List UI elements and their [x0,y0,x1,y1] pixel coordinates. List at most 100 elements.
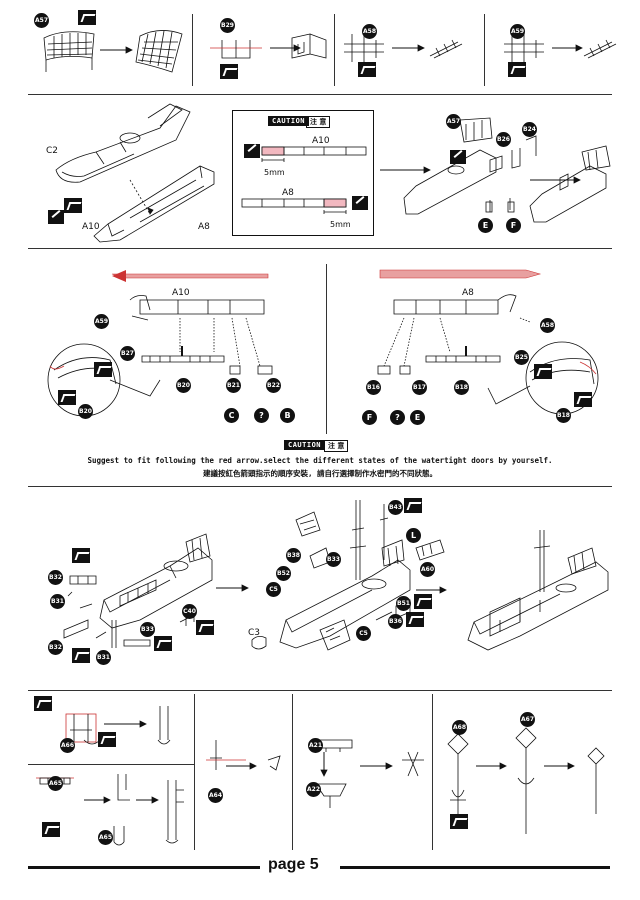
divider [194,694,195,850]
dimension-right: 5mm [330,220,351,229]
photo-etch-icon [94,362,112,377]
part-badge-b33: B33 [140,622,155,637]
part-badge-b31: B31 [50,594,65,609]
caution-label: CAUTION [268,116,310,126]
part-badge-b29: B29 [220,18,235,33]
part-badge-a58: A58 [362,24,377,39]
divider [432,694,433,850]
part-badge-a59: A59 [94,314,109,329]
photo-etch-icon [220,64,238,79]
photo-etch-icon [42,822,60,837]
part-badge-a21: A21 [308,738,323,753]
bulwark-drawing [47,294,599,417]
door-badge-e: E [410,410,425,425]
part-badge-l: L [406,528,421,543]
footer-rule-left [28,866,260,869]
hull-deck-drawing [55,103,215,243]
part-badge-b38: B38 [286,548,301,563]
strip-label-a10: A10 [172,288,190,298]
photo-etch-icon [72,648,90,663]
door-badge-f: F [506,218,521,233]
part-badge-c5-lower: C5 [356,626,371,641]
door-badge-unknown: ? [254,408,269,423]
divider [326,264,327,434]
part-badge-c5: C5 [266,582,281,597]
part-label-c2: C2 [46,146,59,156]
part-badge-b20: B20 [176,378,191,393]
strip-label-a8: A8 [462,288,474,298]
door-badge-unknown: ? [390,410,405,425]
deck-assembly-drawing [63,500,609,651]
part-badge-a64: A64 [208,788,223,803]
part-badge-b20-detail: B20 [78,404,93,419]
door-badge-f: F [362,410,377,425]
caution-box [232,110,374,236]
part-badge-b18: B18 [454,380,469,395]
section-divider [28,94,612,95]
caution-part-a8: A8 [282,188,294,198]
photo-etch-icon [508,62,526,77]
part-label-a8: A8 [198,222,210,232]
cutter-icon [244,144,260,158]
part-badge-b16: B16 [366,380,381,395]
part-badge-a59: A59 [510,24,525,39]
part-badge-b27: B27 [120,346,135,361]
bend-icon [64,198,82,213]
bend-icon [406,612,424,627]
cutter-icon [450,150,466,164]
door-badge-e: E [478,218,493,233]
caution-part-a10: A10 [312,136,330,146]
part-badge-a68: A68 [452,720,467,735]
part-label-c3: C3 [248,628,261,638]
bend-icon [196,620,214,635]
assembly-drawing [380,117,611,223]
assembly-note-cn: 建議按紅色箭頭指示的順序安裝, 請自行選擇制作水密門的不同狀態。 [202,469,438,478]
part-badge-a65: A65 [48,776,63,791]
part-badge-b25: B25 [514,350,529,365]
part-badge-a22: A22 [306,782,321,797]
bend-icon [404,498,422,513]
page-number: page 5 [268,856,319,873]
part-badge-b24: B24 [522,122,537,137]
cutter-icon [352,196,368,210]
part-badge-a66: A66 [60,738,75,753]
part-badge-a58: A58 [540,318,555,333]
photo-etch-icon [78,10,96,25]
caution-label-cn: 注 意 [324,440,349,452]
part-badge-a57: A57 [446,114,461,129]
part-badge-b17: B17 [412,380,427,395]
grating-part-drawing [43,30,617,73]
caution-label: CAUTION [284,440,326,450]
part-badge-b31-lower: B31 [96,650,111,665]
part-badge-b32-lower: B32 [48,640,63,655]
part-badge-a57: A57 [34,13,49,28]
photo-etch-icon [98,732,116,747]
part-badge-b26: B26 [496,132,511,147]
caution-strip-drawing [241,146,367,214]
photo-etch-icon [34,696,52,711]
divider [28,764,194,765]
caution-label-cn: 注 意 [306,116,331,128]
photo-etch-icon [450,814,468,829]
part-badge-b36: B36 [388,614,403,629]
footer-rule-right [340,866,610,869]
divider [484,14,485,86]
part-badge-c40: C40 [182,604,197,619]
divider [334,14,335,86]
door-badge-b: B [280,408,295,423]
part-badge-a67: A67 [520,712,535,727]
assembly-note-en: Suggest to fit following the red arrow.s… [87,456,553,465]
dimension-left: 5mm [264,168,285,177]
photo-etch-icon [154,636,172,651]
part-badge-b43: B43 [388,500,403,515]
part-badge-b22: B22 [266,378,281,393]
part-badge-b21: B21 [226,378,241,393]
divider [292,694,293,850]
photo-etch-icon [574,392,592,407]
section-divider [28,690,612,691]
red-arrow-left [111,269,542,282]
bend-icon [414,594,432,609]
part-label-a10: A10 [82,222,100,232]
part-badge-b51: B51 [396,596,411,611]
part-badge-a60: A60 [420,562,435,577]
